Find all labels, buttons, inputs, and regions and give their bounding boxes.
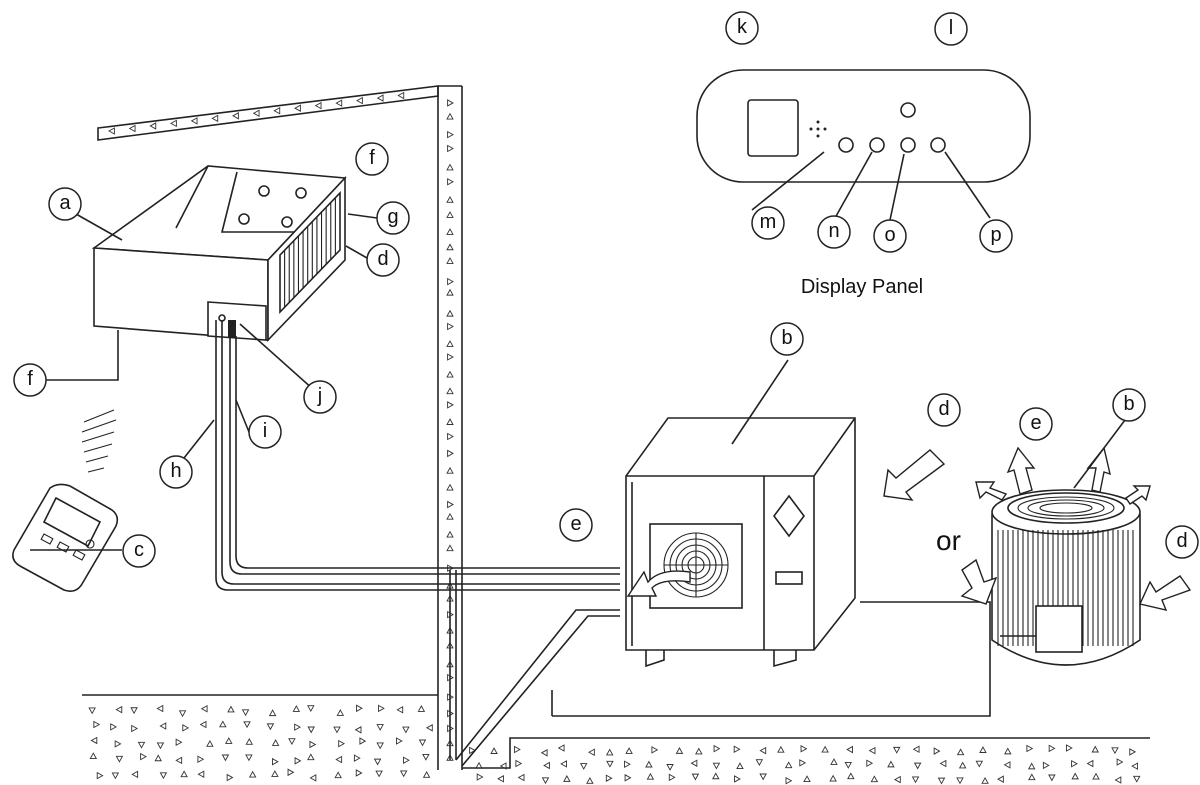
svg-text:e: e [1030, 412, 1041, 434]
callout-e-box: e [559, 508, 593, 542]
exhaust-arrow-right [1125, 485, 1151, 505]
intake-arrow-right [1139, 575, 1192, 611]
callout-f-top: f [355, 142, 389, 176]
callout-d-box: d [927, 393, 961, 427]
callout-labels: a f g d f j i h c k l m n o p b d e b d … [13, 11, 1199, 568]
svg-text:b: b [1123, 393, 1134, 415]
coil-fins [997, 530, 1134, 646]
service-panel [1035, 605, 1083, 653]
exhaust-arrow-left [975, 481, 1008, 501]
fan-grille [663, 532, 729, 598]
wire-f [30, 330, 119, 381]
callout-k: k [725, 11, 759, 45]
svg-text:f: f [369, 147, 375, 169]
callout-p: p [979, 219, 1013, 253]
indicator-light-o [900, 137, 916, 153]
indoor-unit [91, 165, 347, 342]
base-slab [552, 601, 991, 717]
pipe-h [215, 320, 620, 591]
callout-o: o [873, 219, 907, 253]
svg-text:i: i [263, 420, 267, 442]
svg-text:d: d [938, 398, 949, 420]
airflow-arrows [626, 446, 1192, 611]
svg-text:b: b [781, 327, 792, 349]
svg-text:j: j [317, 385, 322, 407]
callout-b-round: b [1112, 388, 1146, 422]
callout-a: a [48, 187, 82, 221]
callout-h: h [159, 455, 193, 489]
sensor-dots [809, 120, 827, 138]
svg-text:e: e [570, 513, 581, 535]
concrete-texture [88, 91, 1141, 785]
grille-slats [284, 197, 336, 308]
air-outlet-grille [279, 191, 341, 314]
signal-waves [81, 409, 117, 473]
display-panel-caption: Display Panel [801, 276, 923, 298]
intake-arrow-d [883, 449, 946, 501]
display-panel-outline [696, 69, 1031, 183]
remote-controller [12, 409, 119, 592]
fan-top-grille [1007, 492, 1125, 524]
display-panel: Display Panel [696, 69, 1031, 298]
svg-text:n: n [828, 220, 839, 242]
svg-text:k: k [737, 16, 748, 38]
fan-grille-frame [649, 523, 743, 609]
indicator-light-l [900, 102, 916, 118]
port-circle [258, 185, 270, 197]
callout-j: j [303, 380, 337, 414]
callout-n: n [817, 215, 851, 249]
outdoor-ground-line [462, 737, 1150, 769]
svg-text:a: a [59, 192, 71, 214]
brand-diamond-icon [773, 494, 805, 538]
svg-text:h: h [170, 460, 181, 482]
or-label: or [936, 525, 961, 556]
callout-i: i [248, 415, 282, 449]
callout-f-left: f [13, 363, 47, 397]
svg-text:g: g [387, 206, 398, 228]
ceiling-slab [97, 85, 439, 141]
svg-text:o: o [884, 224, 895, 246]
svg-text:c: c [134, 539, 144, 561]
leader-lines [30, 151, 1129, 551]
indicator-light-m [838, 137, 854, 153]
callout-l: l [934, 12, 968, 46]
remote-screen [42, 496, 102, 548]
svg-text:f: f [27, 368, 33, 390]
port-circle [238, 213, 250, 225]
outdoor-unit-cylinder [991, 489, 1141, 666]
indicator-light-n [869, 137, 885, 153]
exhaust-arrow-e [626, 570, 691, 597]
callout-g: g [376, 201, 410, 235]
refrigerant-piping [30, 320, 620, 767]
svg-text:m: m [760, 211, 777, 233]
callout-e-round: e [1019, 407, 1053, 441]
pipe-connection [228, 320, 236, 338]
callout-d-round: d [1165, 525, 1199, 559]
svg-text:d: d [1176, 530, 1187, 552]
port-circle [281, 216, 293, 228]
callout-m: m [751, 206, 785, 240]
indicator-light-p [930, 137, 946, 153]
exhaust-arrow-up-right [1086, 446, 1111, 493]
callout-c: c [122, 534, 156, 568]
intake-arrow-left [960, 558, 998, 605]
display-screen [747, 99, 799, 157]
svg-text:d: d [377, 248, 388, 270]
service-port [775, 571, 803, 585]
callout-b-box: b [770, 322, 804, 356]
building-structure [82, 85, 1150, 785]
port-circle [295, 187, 307, 199]
svg-text:p: p [990, 224, 1001, 246]
outdoor-unit-box [551, 417, 991, 717]
pipe-i [229, 336, 620, 575]
callout-d-indoor: d [366, 243, 400, 277]
svg-text:l: l [949, 17, 953, 39]
exhaust-arrow-up-left [1006, 446, 1036, 495]
